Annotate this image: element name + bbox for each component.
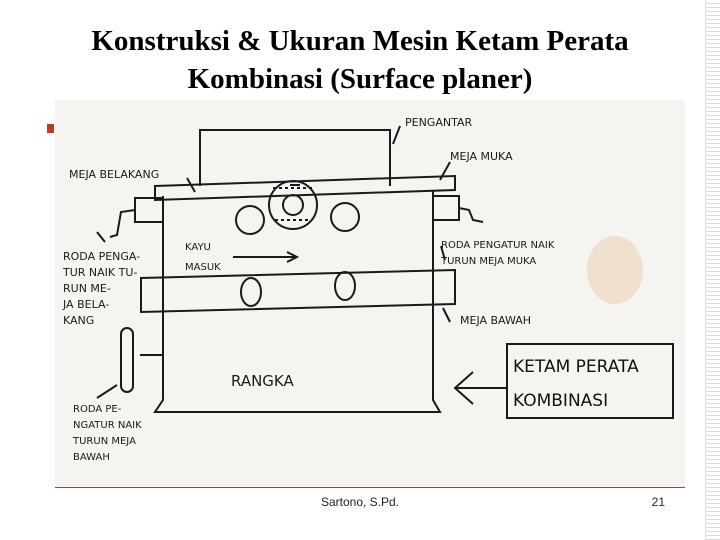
frame-rangka xyxy=(153,190,442,413)
work-tables xyxy=(154,174,456,202)
scanned-diagram: PENGANTAR MEJA BELAKANG MEJA MUKA RODA P… xyxy=(55,100,685,486)
gear-right xyxy=(330,202,360,232)
label-roda-kiri-3: RUN ME- xyxy=(63,282,111,295)
bullet-marker xyxy=(47,124,54,133)
slide-title: Konstruksi & Ukuran Mesin Ketam Perata K… xyxy=(20,22,700,98)
label-meja-muka: MEJA MUKA xyxy=(450,150,513,163)
label-roda-kiri-2: TUR NAIK TU- xyxy=(62,266,137,279)
label-roda-kiri-5: KANG xyxy=(63,314,94,327)
right-crank-housing xyxy=(432,195,460,221)
label-roda-bawah-3: TURUN MEJA xyxy=(72,436,136,447)
pointer-pengantar xyxy=(392,125,401,145)
label-roda-kiri-1: RODA PENGA- xyxy=(63,250,140,263)
slide-edge-decoration xyxy=(705,0,720,540)
label-roda-bawah-4: BAWAH xyxy=(73,452,110,463)
pengantar-fence xyxy=(199,129,391,186)
footer-author: Sartono, S.Pd. xyxy=(320,495,400,509)
label-roda-bawah-1: RODA PE- xyxy=(73,404,122,415)
left-crank-handle xyxy=(109,209,136,238)
label-masuk: MASUK xyxy=(185,262,221,273)
title-line-2: Kombinasi (Surface planer) xyxy=(187,63,533,95)
label-pengantar: PENGANTAR xyxy=(405,116,472,129)
label-kayu: KAYU xyxy=(185,242,211,253)
pointer-meja-muka xyxy=(439,161,451,181)
pointer-roda-kanan xyxy=(440,245,446,261)
gear-left xyxy=(235,205,265,235)
label-roda-kiri-4: JA BELA- xyxy=(62,298,109,311)
box-title-line-2: KOMBINASI xyxy=(513,391,608,411)
pointer-roda-bawah xyxy=(96,384,118,399)
title-line-1: Konstruksi & Ukuran Mesin Ketam Perata xyxy=(91,25,629,57)
title-box xyxy=(506,343,674,419)
footer-divider xyxy=(55,487,685,488)
cutter-head xyxy=(268,180,318,230)
paper-stain xyxy=(587,236,643,304)
lower-table xyxy=(140,268,456,314)
label-meja-bawah: MEJA BAWAH xyxy=(460,314,531,327)
pointer-to-box xyxy=(453,371,507,405)
right-crank-handle xyxy=(458,207,484,223)
lower-crank-wheel xyxy=(120,327,134,393)
left-crank-housing xyxy=(134,197,164,223)
label-roda-kanan-1: RODA PENGATUR NAIK xyxy=(441,240,555,251)
planer-diagram: PENGANTAR MEJA BELAKANG MEJA MUKA RODA P… xyxy=(62,116,674,463)
pointer-meja-bawah xyxy=(442,307,451,323)
feed-arrow xyxy=(233,251,300,263)
box-title-line-1: KETAM PERATA xyxy=(513,357,639,377)
label-rangka: RANGKA xyxy=(231,372,294,390)
label-roda-kanan-2: TURUN MEJA MUKA xyxy=(440,256,536,267)
machine-drawing xyxy=(96,125,674,419)
pointer-roda-kiri xyxy=(96,231,106,243)
page-number: 21 xyxy=(651,495,665,509)
label-meja-belakang: MEJA BELAKANG xyxy=(69,168,159,181)
label-roda-bawah-2: NGATUR NAIK xyxy=(73,420,142,431)
pointer-meja-belakang xyxy=(186,177,196,193)
